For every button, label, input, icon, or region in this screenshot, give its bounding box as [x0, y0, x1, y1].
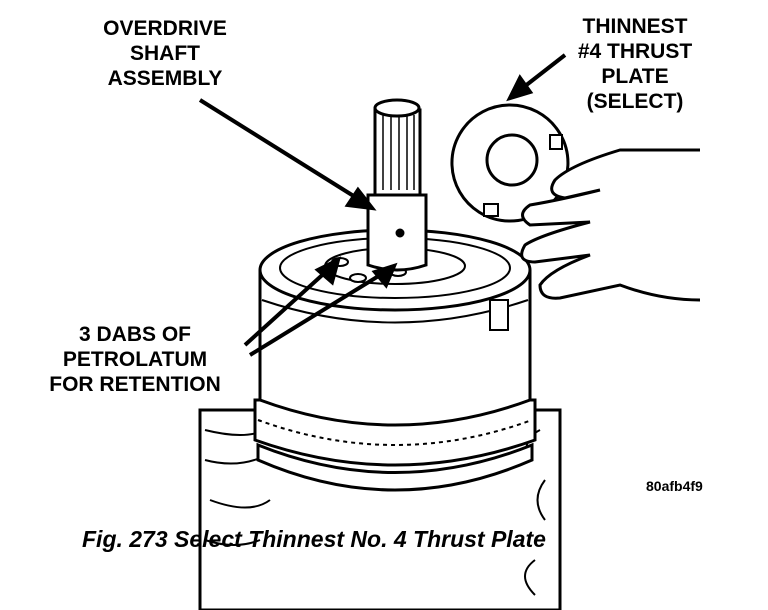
label-petrolatum: 3 DABS OF PETROLATUM FOR RETENTION: [25, 322, 245, 397]
hand: [520, 148, 701, 302]
callout-arrows: [198, 53, 567, 357]
label-overdrive-shaft: OVERDRIVE SHAFT ASSEMBLY: [80, 16, 250, 91]
label-line: FOR RETENTION: [49, 373, 221, 396]
label-line: PLATE: [601, 65, 669, 88]
label-line: #4 THRUST: [577, 40, 693, 63]
label-line: 3 DABS OF: [78, 323, 191, 346]
label-line: ASSEMBLY: [107, 67, 223, 90]
figure-caption: Fig. 273 Select Thinnest No. 4 Thrust Pl…: [82, 526, 546, 552]
figure-code: 80afb4f9: [646, 478, 703, 494]
label-thrust-plate: THINNEST #4 THRUST PLATE (SELECT): [560, 14, 710, 114]
label-line: OVERDRIVE: [103, 17, 227, 40]
label-line: THINNEST: [582, 15, 688, 38]
label-line: (SELECT): [586, 90, 684, 113]
thrust-plate: [450, 103, 570, 223]
overdrive-shaft: [366, 98, 428, 272]
label-line: SHAFT: [130, 42, 200, 65]
label-line: PETROLATUM: [62, 348, 208, 371]
